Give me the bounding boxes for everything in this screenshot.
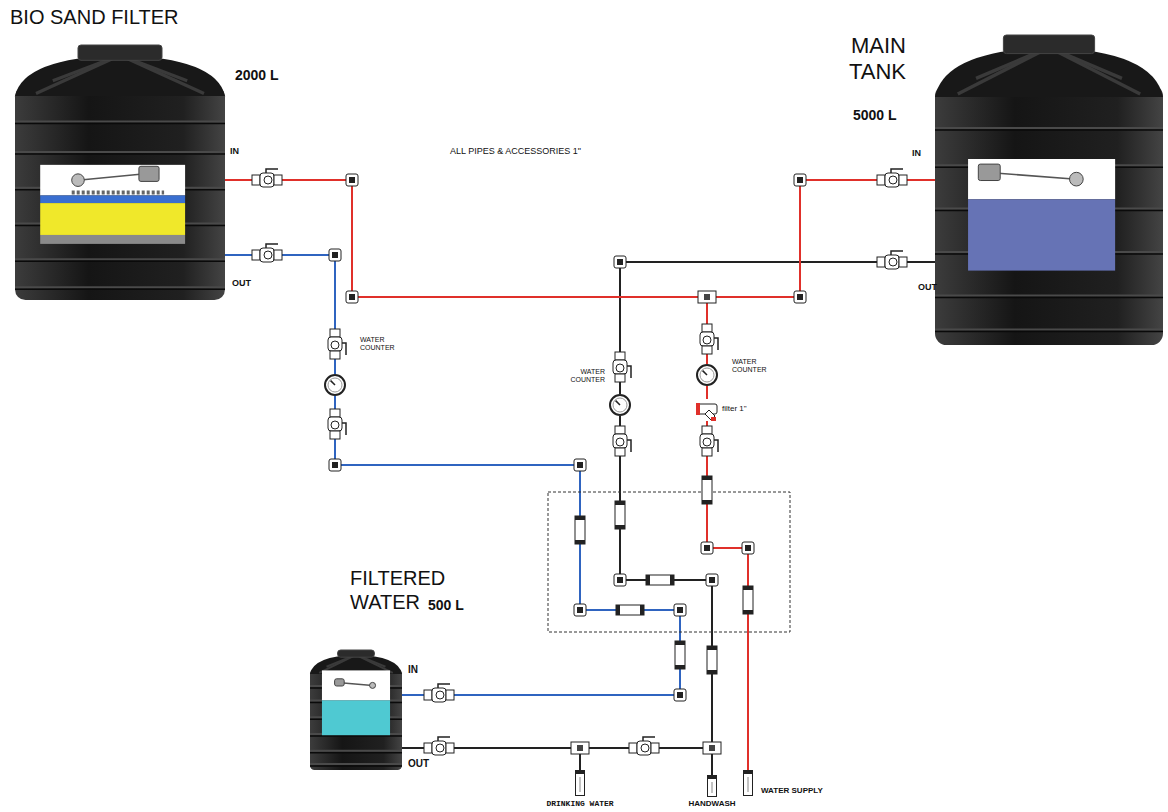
counter-label: WATER COUNTER — [565, 368, 605, 385]
manifold-frame — [548, 492, 790, 632]
capacity-label: 5000 L — [853, 107, 897, 124]
water-pipe — [706, 386, 708, 399]
port-label: OUT — [408, 758, 429, 770]
capacity-label: 500 L — [428, 597, 464, 614]
stub-shape — [707, 775, 717, 797]
elbows — [329, 174, 806, 701]
water-pipe — [707, 421, 748, 770]
gauge-shape — [324, 374, 346, 396]
valves — [252, 169, 907, 755]
port-label: IN — [230, 146, 239, 157]
water-counter: WATER COUNTER — [324, 374, 346, 396]
strainer-filter: filter 1" — [696, 399, 718, 421]
stub-shape — [575, 770, 585, 796]
stub-shape — [743, 770, 753, 796]
tank: FILTERED WATER500 L — [310, 650, 402, 770]
outlet-label: HANDWASH — [677, 799, 747, 809]
counter-label: WATER COUNTER — [732, 358, 777, 375]
counter-label: WATER COUNTER — [360, 336, 405, 353]
outlet-label: WATER SUPPLY — [761, 786, 823, 796]
tank-title: BIO SAND FILTER — [10, 5, 179, 29]
tank-shape — [935, 35, 1163, 345]
tank: MAIN TANK5000 L — [935, 35, 1163, 345]
tank-shape — [310, 650, 402, 770]
gauge-shape — [609, 394, 631, 416]
water-pipe — [707, 180, 935, 364]
water-pipe — [225, 255, 335, 374]
port-label: OUT — [918, 282, 937, 293]
tank-shape — [15, 45, 225, 300]
tees — [571, 291, 721, 754]
outlet-pipe: WATER SUPPLY — [743, 770, 753, 796]
tank-title: MAIN TANK — [836, 33, 906, 86]
tank: BIO SAND FILTER2000 L — [15, 45, 225, 300]
water-counter: WATER COUNTER — [696, 364, 718, 386]
gauge-shape — [696, 364, 718, 386]
outlet-label: DRINKING WATER — [535, 799, 625, 809]
outlet-pipe: HANDWASH — [707, 775, 717, 797]
outlet-pipe: DRINKING WATER — [575, 770, 585, 796]
filter-shape — [696, 399, 718, 421]
water-pipe — [225, 180, 707, 364]
note-label: ALL PIPES & ACCESSORIES 1" — [450, 146, 581, 157]
port-label: OUT — [232, 278, 251, 289]
water-counter: WATER COUNTER — [609, 394, 631, 416]
port-label: IN — [912, 148, 921, 159]
water-pipe — [620, 416, 712, 775]
water-pipe — [335, 396, 680, 695]
capacity-label: 2000 L — [235, 67, 279, 84]
pipe-segments — [575, 476, 753, 674]
filter-label: filter 1" — [722, 404, 747, 414]
water-pipe — [620, 262, 935, 394]
port-label: IN — [408, 664, 418, 676]
